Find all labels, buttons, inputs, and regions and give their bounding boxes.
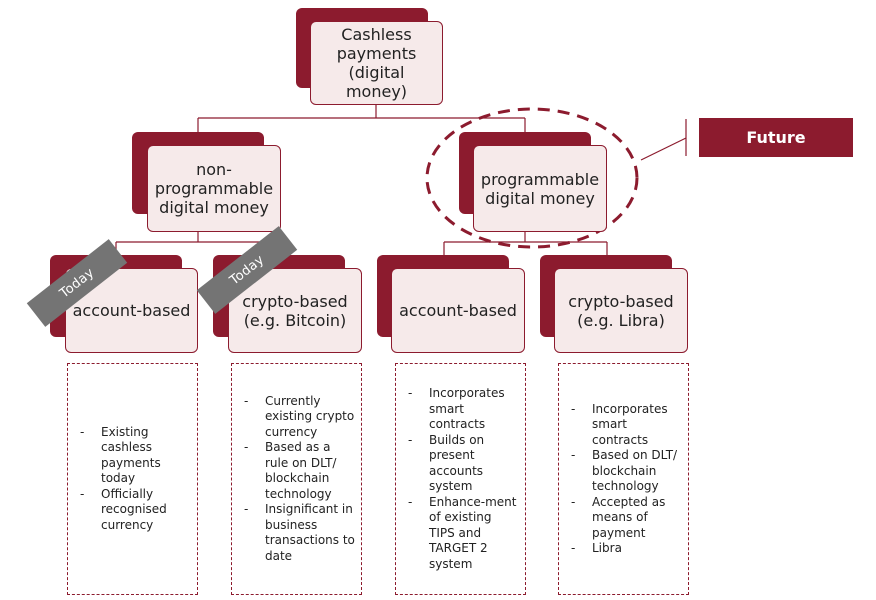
- crypto-based-libra-node: crypto-based (e.g. Libra): [554, 268, 688, 353]
- crypto-based-bitcoin-node: crypto-based (e.g. Bitcoin): [228, 268, 362, 353]
- bullet-item: Existing cashless payments today: [80, 425, 191, 487]
- bullet-item: Incorporates smart contracts: [408, 386, 519, 433]
- description-box-3: Incorporates smart contracts Builds on p…: [395, 363, 526, 595]
- bullet-item: Based as a rule on DLT/ blockchain techn…: [244, 440, 355, 502]
- description-box-4: Incorporates smart contracts Based on DL…: [558, 363, 689, 595]
- bullet-item: Based on DLT/ blockchain technology: [571, 448, 682, 495]
- account-based-2-node: account-based: [391, 268, 525, 353]
- bullet-item: Insignificant in business transactions t…: [244, 502, 355, 564]
- bullet-item: Libra: [571, 541, 682, 557]
- bullet-item: Builds on present accounts system: [408, 433, 519, 495]
- future-highlight-ellipse: [425, 107, 639, 249]
- bullet-item: Incorporates smart contracts: [571, 402, 682, 449]
- future-label: Future: [699, 118, 853, 157]
- bullet-item: Officially recognised currency: [80, 487, 191, 534]
- description-box-1: Existing cashless payments today Officia…: [67, 363, 198, 595]
- description-box-2: Currently existing crypto currency Based…: [231, 363, 362, 595]
- programmable-node: programmable digital money: [473, 145, 607, 232]
- non-programmable-node: non- programmable digital money: [147, 145, 281, 232]
- bullet-item: Currently existing crypto currency: [244, 394, 355, 441]
- bullet-item: Accepted as means of payment: [571, 495, 682, 542]
- bullet-item: Enhance-ment of existing TIPS and TARGET…: [408, 495, 519, 573]
- root-node: Cashless payments (digital money): [310, 21, 443, 105]
